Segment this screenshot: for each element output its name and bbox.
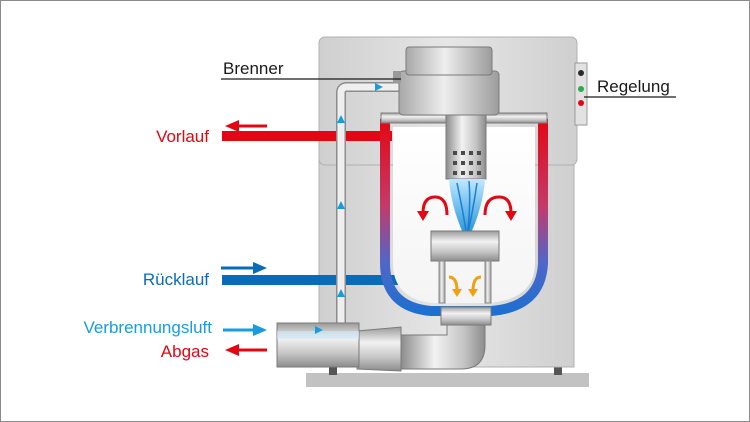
vorlauf-arrow-icon	[225, 120, 267, 132]
base-plate	[306, 373, 589, 387]
abgas-arrow-icon	[225, 344, 267, 356]
label-regelung: Regelung	[597, 77, 670, 96]
exhaust-reducer	[356, 326, 402, 372]
label-verbrennungsluft: Verbrennungsluft	[83, 318, 212, 337]
burner-tube	[445, 114, 487, 180]
vorlauf-pipe	[222, 131, 392, 141]
ruecklauf-pipe	[222, 275, 398, 285]
foot-left	[329, 365, 337, 375]
burner-connector	[393, 71, 401, 83]
control-knob-icon	[578, 70, 584, 76]
air-flow-arrows-icon	[315, 83, 383, 334]
burner-top	[405, 46, 493, 76]
insert-leg-right	[484, 260, 492, 304]
hot-gas-arrows-icon	[421, 195, 513, 216]
label-ruecklauf: Rücklauf	[142, 270, 209, 289]
control-led-red-icon	[578, 100, 584, 106]
exhaust-collar	[440, 306, 492, 326]
foot-right	[554, 365, 562, 375]
burner-perforation-icon	[453, 151, 481, 175]
exhaust-pipe	[276, 322, 360, 368]
air-duct	[337, 83, 399, 331]
burner-housing	[398, 70, 500, 116]
insert-leg-left	[438, 260, 446, 304]
verbrennungsluft-arrow-icon	[223, 324, 267, 336]
control-led-green-icon	[578, 86, 584, 92]
ruecklauf-arrow-icon	[221, 262, 267, 274]
heat-exchanger-insert	[430, 230, 500, 262]
exhaust-arrows-icon	[448, 275, 482, 292]
label-brenner: Brenner	[223, 59, 284, 78]
control-box	[574, 62, 588, 126]
label-abgas: Abgas	[160, 342, 209, 361]
label-vorlauf: Vorlauf	[156, 127, 209, 146]
